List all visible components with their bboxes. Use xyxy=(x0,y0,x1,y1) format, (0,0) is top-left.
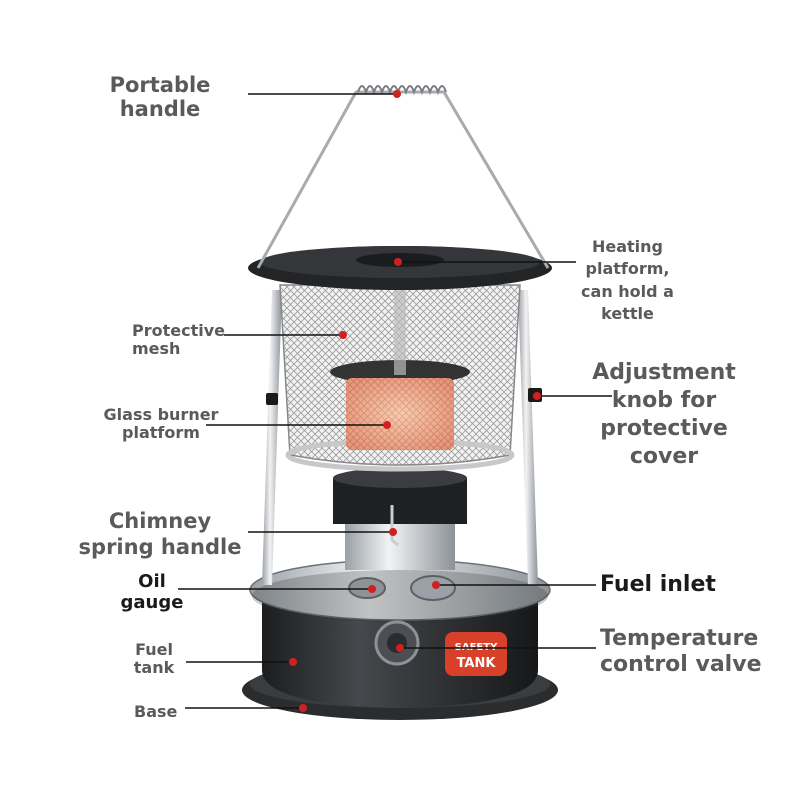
oil-gauge xyxy=(348,577,386,599)
right-leg xyxy=(518,290,538,585)
dot-glass-burner xyxy=(383,421,391,429)
label-portable-handle: Portable handle xyxy=(109,73,211,122)
label-protective-mesh: Protective mesh xyxy=(132,321,226,359)
dot-base xyxy=(299,704,307,712)
dot-fuel-inlet xyxy=(432,581,440,589)
label-adjustment-knob: Adjustment knob for protective cover xyxy=(592,360,736,470)
chimney-spring-handle xyxy=(390,505,399,547)
label-glass-burner: Glass burner platform xyxy=(103,405,219,443)
portable-handle-wire xyxy=(256,90,550,269)
dot-oil-gauge xyxy=(368,585,376,593)
label-fuel-inlet: Fuel inlet xyxy=(600,572,716,597)
label-heating-platform: Heating platform, can hold a kettle xyxy=(581,237,674,324)
fuel-inlet-cap xyxy=(410,575,456,601)
badge-line2: TANK xyxy=(457,656,497,671)
leader-lines xyxy=(178,93,612,709)
label-oil-gauge: Oil gauge xyxy=(120,571,184,613)
dot-fuel-tank xyxy=(289,658,297,666)
portable-handle-spring xyxy=(357,85,447,96)
dot-adjustment-knob xyxy=(533,392,541,400)
label-temperature-valve: Temperature control valve xyxy=(600,626,762,678)
chimney-lower xyxy=(345,520,455,570)
safety-tank-badge xyxy=(445,632,507,676)
dot-protective-mesh xyxy=(339,331,347,339)
dot-temperature-valve xyxy=(396,644,404,652)
label-chimney-spring: Chimney spring handle xyxy=(78,509,242,559)
dot-chimney-spring xyxy=(389,528,397,536)
marker-dots xyxy=(289,90,541,712)
dot-portable-handle xyxy=(393,90,401,98)
left-leg xyxy=(262,290,282,585)
label-base: Base xyxy=(134,702,178,721)
dot-heating-platform xyxy=(394,258,402,266)
left-knob xyxy=(266,393,278,405)
label-fuel-tank: Fuel tank xyxy=(133,640,175,678)
